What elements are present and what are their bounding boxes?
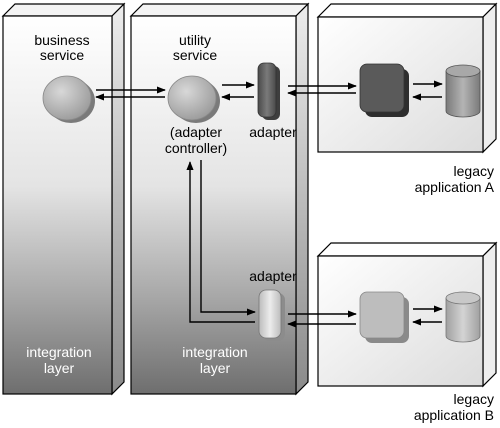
adapter-controller-label-line2: controller)	[164, 140, 228, 156]
connector-arrows	[95, 80, 443, 328]
integration-layer-middle	[129, 2, 310, 396]
middle-integration-layer-label-line2: layer	[199, 360, 231, 376]
legacy-application-b-label-line2: application B	[413, 407, 494, 423]
left-integration-layer-label-line1: integration	[26, 344, 92, 360]
business-service-icon	[42, 75, 95, 123]
adapter-bottom-label: adapter	[249, 268, 297, 284]
legacy-application-b-label-line1: legacy	[453, 391, 494, 407]
legacy-b-database-icon	[445, 291, 481, 343]
legacy-application-a-label-line1: legacy	[453, 163, 494, 179]
legacy-a-system-icon	[359, 63, 409, 117]
utility-service-icon	[167, 75, 220, 123]
adapter-top-label: adapter	[249, 124, 297, 140]
adapter-bottom-icon	[258, 289, 285, 341]
adapter-top-icon	[257, 62, 280, 120]
adapter-controller-label-line1: (adapter	[169, 124, 223, 140]
utility-service-label-line1: utility	[179, 32, 211, 48]
left-integration-layer-label-line2: layer	[43, 360, 75, 376]
legacy-b-system-icon	[359, 291, 409, 343]
business-service-label-line1: business	[34, 32, 90, 48]
legacy-a-database-icon	[445, 64, 481, 118]
arrow-bottom-adapter-to-controller	[186, 161, 255, 323]
middle-integration-layer-label-line1: integration	[182, 344, 248, 360]
utility-service-label-line2: service	[172, 47, 218, 63]
legacy-application-a-label-line2: application A	[414, 179, 494, 195]
business-service-label-line2: service	[39, 47, 85, 63]
arrow-controller-to-bottom-adapter	[200, 160, 256, 316]
